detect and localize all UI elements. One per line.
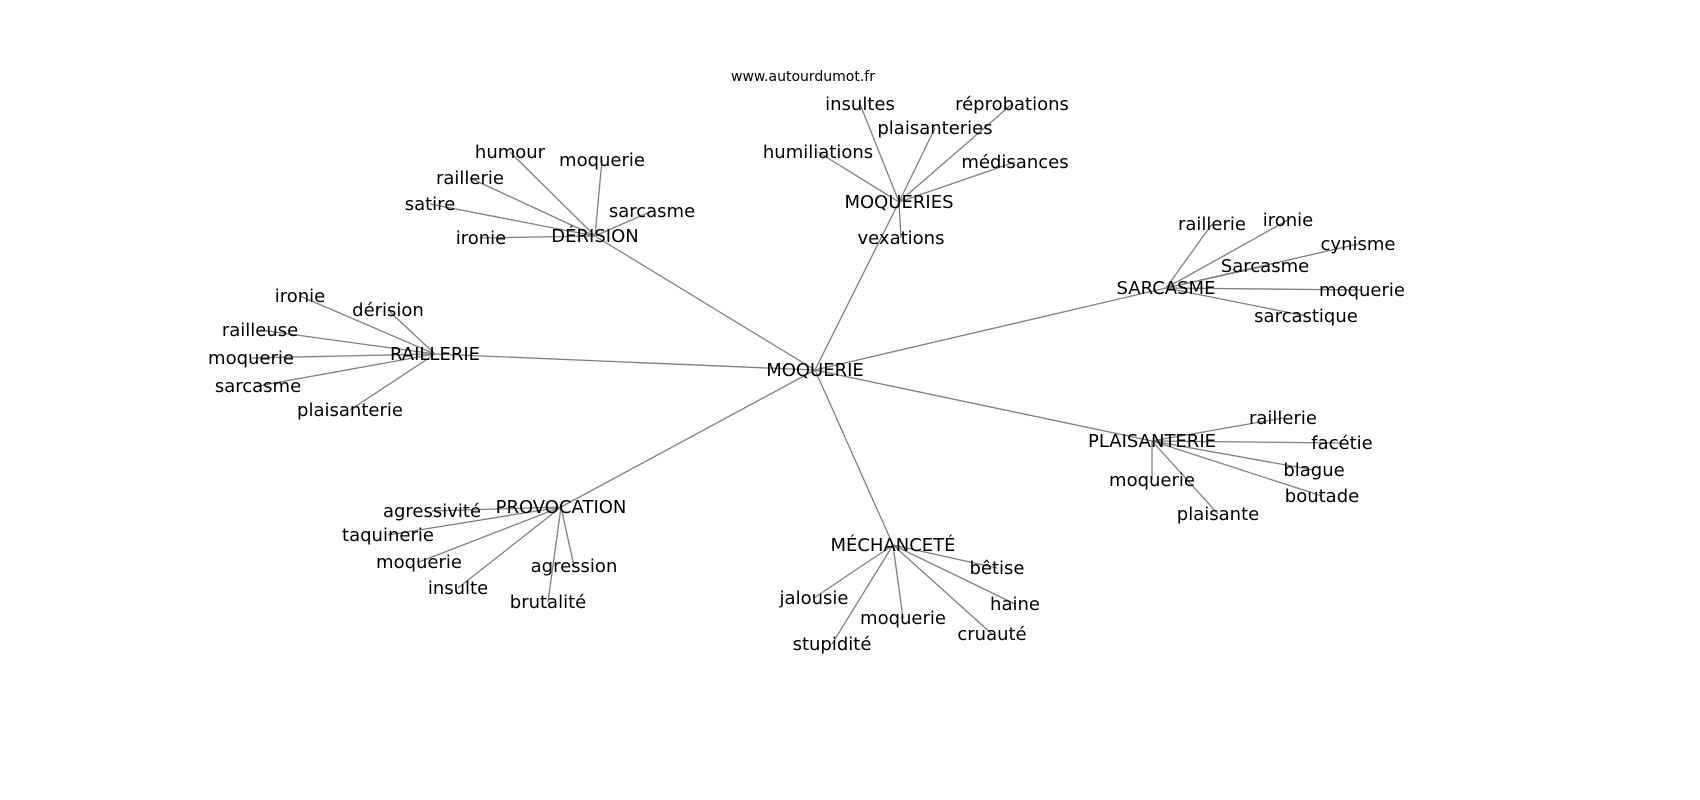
node-c_cruaute[interactable]: cruauté [957, 624, 1026, 645]
node-p_moquerie[interactable]: moquerie [1109, 470, 1195, 491]
edge-plaisanterie-p_facetie [1151, 440, 1343, 444]
node-m_insultes[interactable]: insultes [825, 94, 895, 115]
edge-sarcasme-s_moquerie [1165, 287, 1363, 291]
edge-mechancete-c_haine [892, 544, 1016, 605]
node-v_taquinerie[interactable]: taquinerie [342, 525, 434, 546]
edge-sarcasme-s_ironie [1165, 219, 1289, 289]
edge-root-raillerie [434, 353, 816, 371]
node-mechancete[interactable]: MÉCHANCETÉ [830, 534, 955, 556]
node-root[interactable]: MOQUERIE [766, 360, 864, 381]
edge-raillerie-r_ironie [299, 295, 436, 355]
node-s_sarcasme[interactable]: Sarcasme [1221, 256, 1309, 277]
node-r_railleuse[interactable]: railleuse [222, 320, 298, 341]
node-sarcasme[interactable]: SARCASME [1117, 278, 1216, 299]
edge-root-provocation [560, 369, 816, 508]
edge-derision-d_ironie [480, 235, 596, 239]
edge-derision-d_moquerie [594, 159, 603, 237]
node-p_plaisante[interactable]: plaisante [1177, 504, 1259, 525]
node-r_moquerie[interactable]: moquerie [208, 348, 294, 369]
edge-root-sarcasme [814, 287, 1167, 371]
node-r_ironie[interactable]: ironie [275, 286, 326, 307]
node-m_humiliations[interactable]: humiliations [763, 142, 873, 163]
node-s_ironie[interactable]: ironie [1263, 210, 1314, 231]
edge-raillerie-r_sarcasme [257, 353, 436, 387]
edge-root-plaisanterie [814, 369, 1153, 442]
node-moqueries[interactable]: MOQUERIES [844, 192, 953, 213]
edge-derision-d_sarcasme [594, 210, 653, 237]
node-m_vexations[interactable]: vexations [858, 228, 945, 249]
node-derision[interactable]: DÉRISION [551, 225, 638, 247]
edge-sarcasme-s_sarcasme [1165, 265, 1266, 289]
edge-moqueries-m_plaisanteries [898, 127, 936, 203]
node-plaisanterie[interactable]: PLAISANTERIE [1088, 431, 1216, 452]
edge-provocation-v_agressivite [431, 506, 562, 512]
site-title: www.autourdumot.fr [731, 69, 875, 85]
edge-plaisanterie-p_raillerie [1151, 417, 1284, 442]
edge-raillerie-r_railleuse [259, 329, 436, 355]
node-v_agressivite[interactable]: agressivité [383, 501, 481, 522]
edge-derision-d_raillerie [469, 177, 596, 237]
node-d_satire[interactable]: satire [405, 194, 456, 215]
node-d_humour[interactable]: humour [475, 142, 546, 163]
edge-moqueries-m_reprobations [898, 103, 1013, 203]
node-p_blague[interactable]: blague [1283, 460, 1344, 481]
edge-provocation-v_agression [560, 506, 575, 567]
edge-raillerie-r_derision [387, 309, 436, 355]
edge-sarcasme-s_raillerie [1165, 223, 1213, 289]
node-s_moquerie[interactable]: moquerie [1319, 280, 1405, 301]
node-c_jalousie[interactable]: jalousie [779, 588, 849, 609]
edge-mechancete-c_stupidite [831, 544, 894, 645]
node-s_sarcastique[interactable]: sarcastique [1254, 306, 1358, 327]
edge-moqueries-m_vexations [898, 201, 902, 239]
node-p_raillerie[interactable]: raillerie [1249, 408, 1317, 429]
node-d_moquerie[interactable]: moquerie [559, 150, 645, 171]
edge-root-mechancete [814, 369, 894, 546]
node-m_reprobations[interactable]: réprobations [955, 94, 1069, 115]
edge-provocation-v_insulte [457, 506, 562, 589]
edge-moqueries-m_insultes [859, 103, 900, 203]
node-v_moquerie[interactable]: moquerie [376, 552, 462, 573]
edge-derision-d_satire [429, 203, 596, 237]
edge-derision-d_humour [509, 151, 596, 237]
node-v_insulte[interactable]: insulte [428, 578, 488, 599]
node-c_stupidite[interactable]: stupidité [793, 634, 872, 655]
edge-root-derision [594, 235, 816, 371]
edge-provocation-v_taquinerie [387, 506, 562, 536]
node-c_betise[interactable]: bêtise [969, 558, 1024, 579]
edge-plaisanterie-p_blague [1151, 440, 1315, 471]
node-m_medisances[interactable]: médisances [961, 152, 1068, 173]
node-provocation[interactable]: PROVOCATION [496, 497, 627, 518]
node-s_raillerie[interactable]: raillerie [1178, 214, 1246, 235]
edge-moqueries-m_humiliations [817, 151, 900, 203]
edge-mechancete-c_jalousie [813, 544, 894, 599]
node-s_cynisme[interactable]: cynisme [1321, 234, 1396, 255]
node-raillerie[interactable]: RAILLERIE [390, 344, 480, 365]
edge-provocation-v_moquerie [418, 506, 562, 563]
edge-sarcasme-s_sarcastique [1165, 287, 1307, 317]
node-r_derision[interactable]: dérision [352, 300, 424, 321]
edge-raillerie-r_plaisanterie [349, 353, 436, 411]
edge-plaisanterie-p_plaisante [1151, 440, 1219, 515]
node-p_facetie[interactable]: facétie [1311, 433, 1372, 454]
edge-raillerie-r_moquerie [250, 353, 436, 359]
node-d_sarcasme[interactable]: sarcasme [609, 201, 695, 222]
edge-mechancete-c_betise [892, 544, 998, 569]
edge-plaisanterie-p_boutade [1151, 440, 1323, 497]
node-m_plaisanteries[interactable]: plaisanteries [877, 118, 992, 139]
edge-root-moqueries [814, 201, 900, 371]
edge-mechancete-c_moquerie [892, 544, 904, 619]
edge-moqueries-m_medisances [898, 161, 1016, 203]
node-r_plaisanterie[interactable]: plaisanterie [297, 400, 403, 421]
node-c_haine[interactable]: haine [990, 594, 1040, 615]
node-c_moquerie[interactable]: moquerie [860, 608, 946, 629]
node-d_raillerie[interactable]: raillerie [436, 168, 504, 189]
node-r_sarcasme[interactable]: sarcasme [215, 376, 301, 397]
node-v_agression[interactable]: agression [531, 556, 618, 577]
node-p_boutade[interactable]: boutade [1285, 486, 1359, 507]
edge-provocation-v_brutalite [547, 506, 562, 603]
node-v_brutalite[interactable]: brutalité [510, 592, 586, 613]
node-d_ironie[interactable]: ironie [456, 228, 507, 249]
edge-mechancete-c_cruaute [892, 544, 993, 635]
